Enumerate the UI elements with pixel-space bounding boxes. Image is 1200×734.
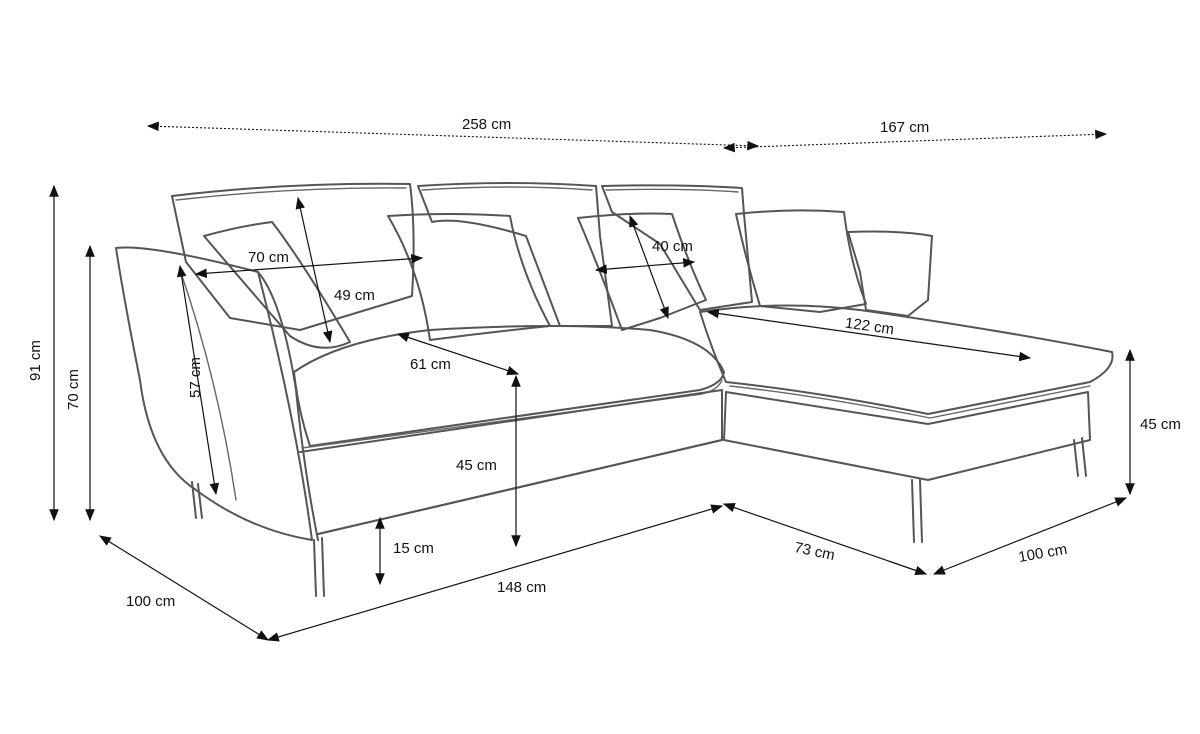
dim-line-small-cushion-h — [594, 258, 696, 274]
dim-line-total-depth — [98, 535, 270, 641]
label-chaise-depth: 100 cm — [1017, 541, 1068, 566]
dim-line-total-width — [146, 121, 760, 151]
label-seat-depth: 61 cm — [410, 356, 451, 373]
main-seat-cushion — [293, 325, 725, 447]
sofa-legs — [191, 437, 1087, 597]
label-total-width: 258 cm — [462, 116, 511, 133]
back-cushion-right — [601, 184, 753, 311]
label-chaise-height: 45 cm — [1140, 416, 1181, 433]
label-total-depth: 100 cm — [126, 593, 175, 610]
label-small-cushion: 40 cm — [652, 238, 693, 255]
dimension-lines — [49, 121, 1135, 642]
chaise-base — [723, 391, 1091, 481]
label-cushion-height: 49 cm — [334, 287, 375, 304]
label-chaise-width: 73 cm — [793, 539, 837, 564]
label-chaise-length: 167 cm — [880, 119, 929, 136]
throw-pillow-4 — [735, 209, 867, 313]
label-total-height: 91 cm — [27, 340, 44, 381]
label-back-height: 70 cm — [65, 369, 82, 410]
chaise-seat — [699, 304, 1114, 415]
dim-line-cushion-height — [295, 196, 333, 344]
dim-line-base-width — [266, 504, 724, 642]
label-seat-height: 45 cm — [456, 457, 497, 474]
label-arm-height: 57 cm — [187, 357, 204, 398]
dim-line-chaise-depth — [932, 497, 1128, 575]
main-seat-base — [299, 389, 723, 535]
label-chaise-seat-depth: 122 cm — [844, 315, 895, 339]
dim-line-arm-height — [176, 264, 220, 496]
label-leg-height: 15 cm — [393, 540, 434, 557]
dim-line-chaise-seat-depth — [706, 308, 1032, 362]
label-base-width: 148 cm — [497, 579, 546, 596]
dim-line-chaise-width — [722, 503, 928, 575]
chaise-back-cushion — [847, 230, 933, 317]
throw-pillow-1 — [203, 221, 351, 349]
dim-line-seat-depth — [396, 332, 520, 376]
back-cushion-left — [171, 182, 415, 331]
label-cushion-width: 70 cm — [248, 249, 289, 266]
back-cushion-middle — [417, 182, 613, 327]
dim-line-chaise-length — [722, 129, 1108, 153]
sofa-drawing — [115, 182, 1114, 597]
left-armrest — [115, 246, 313, 541]
